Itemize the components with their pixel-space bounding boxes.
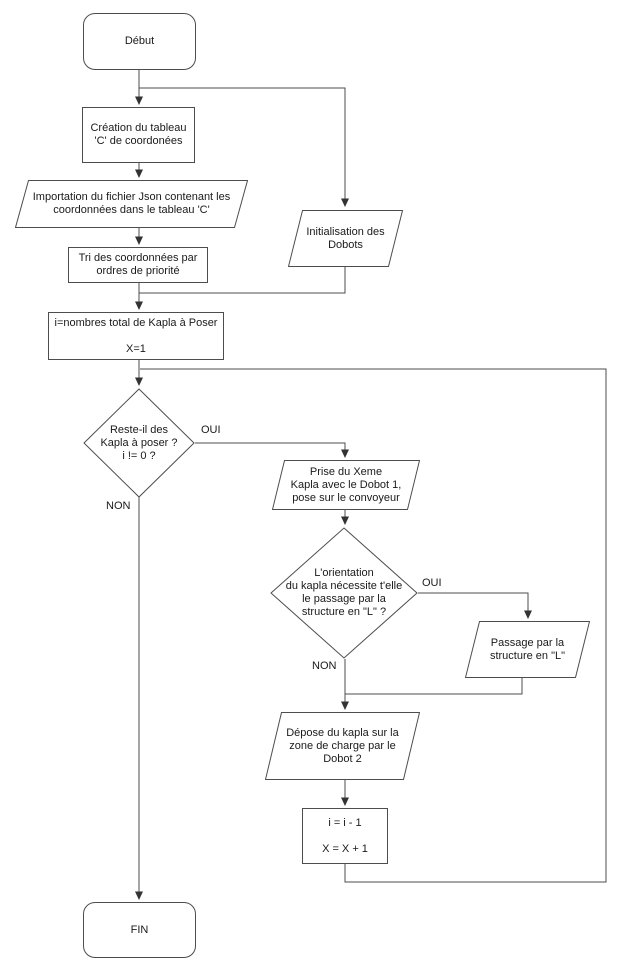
node-create-array-label: Création du tableau 'C' de coordonées [90, 122, 187, 147]
node-sort: Tri des coordonnées par ordres de priori… [68, 247, 208, 283]
node-decision-orientation-label: L'orientation du kapla nécessite t'elle … [285, 567, 403, 618]
edge-label-non-decision1: NON [104, 500, 133, 513]
node-decision-kapla-left-label: Reste-il des Kapla à poser ? i != 0 ? [100, 423, 178, 462]
node-passage-structure: Passage par la structure en "L" [465, 621, 590, 678]
node-decision-orientation: L'orientation du kapla nécessite t'elle … [270, 527, 418, 659]
node-prise-kapla-label: Prise du Xeme Kapla avec le Dobot 1, pos… [290, 465, 402, 504]
edge-start-initdobots [139, 87, 349, 207]
diamond-shape [270, 527, 418, 659]
node-decision-kapla-left: Reste-il des Kapla à poser ? i != 0 ? [83, 388, 195, 498]
node-init-vars-label: i=nombres total de Kapla à Poser X=1 [54, 316, 218, 355]
edge-passage-merge [345, 678, 523, 695]
node-depose-kapla: Dépose du kapla sur la zone de charge pa… [265, 712, 420, 780]
edge-label-oui-decision1: OUI [199, 424, 223, 437]
diamond-shape [83, 388, 195, 498]
node-import-json-label: Importation du fichier Json contenant le… [32, 191, 231, 216]
edge-initdobots-merge [139, 267, 346, 294]
node-passage-structure-label: Passage par la structure en "L" [489, 636, 566, 662]
parallelogram-shape [288, 210, 403, 267]
edge-decision2-passage-oui [418, 592, 532, 619]
node-start-label: Début [124, 35, 155, 47]
node-depose-kapla-label: Dépose du kapla sur la zone de charge pa… [286, 726, 399, 765]
node-fin: FIN [83, 902, 196, 958]
node-create-array: Création du tableau 'C' de coordonées [82, 107, 195, 163]
edge-label-oui-decision2: OUI [420, 577, 444, 590]
edge-decision1-prise-oui [195, 442, 349, 458]
node-start: Début [83, 13, 196, 70]
edge-decrement-loopback [140, 368, 607, 883]
parallelogram-shape [272, 460, 420, 510]
node-fin-label: FIN [130, 923, 149, 936]
parallelogram-shape [15, 180, 248, 228]
node-decrement: i = i - 1 X = X + 1 [302, 808, 388, 864]
node-init-vars: i=nombres total de Kapla à Poser X=1 [48, 312, 224, 360]
node-prise-kapla: Prise du Xeme Kapla avec le Dobot 1, pos… [272, 460, 420, 510]
node-init-dobots: Initialisation des Dobots [288, 210, 403, 267]
node-import-json: Importation du fichier Json contenant le… [15, 180, 248, 228]
node-sort-label: Tri des coordonnées par ordres de priori… [78, 252, 198, 277]
parallelogram-shape [265, 712, 420, 780]
parallelogram-shape [465, 621, 590, 678]
edge-label-non-decision2: NON [310, 660, 339, 673]
node-init-dobots-label: Initialisation des Dobots [306, 225, 385, 251]
node-decrement-label: i = i - 1 X = X + 1 [322, 816, 368, 855]
